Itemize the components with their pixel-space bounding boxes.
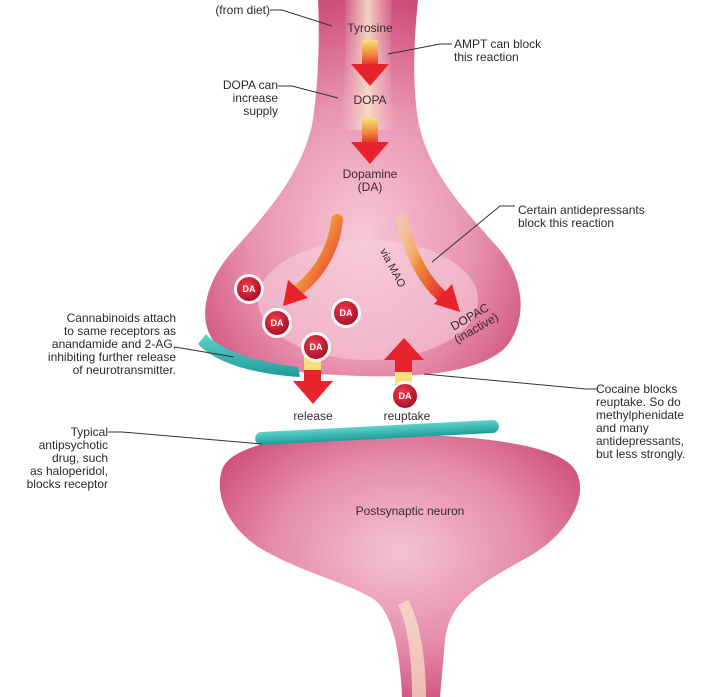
da-label-5: DA	[398, 391, 412, 401]
label-dopamine: Dopamine (DA)	[342, 167, 398, 194]
label-dopa-supply: DOPA can increase supply	[222, 78, 278, 118]
leader-lines	[108, 9, 598, 445]
postsynaptic-core	[398, 600, 426, 697]
label-postsynaptic: Postsynaptic neuron	[355, 504, 465, 518]
label-antipsychotic: Typical antipsychotic drug, such as halo…	[26, 425, 108, 491]
da-label-2: DA	[270, 318, 284, 328]
dopa-to-dopamine-arrow	[351, 118, 389, 164]
dopamine-to-dopac-arrow	[396, 214, 460, 312]
leader-cocaine	[423, 373, 598, 390]
vesicle-2	[262, 308, 292, 338]
leader-cannabinoids	[174, 346, 235, 358]
label-ampt: AMPT can block this reaction	[454, 37, 542, 64]
label-from-diet: (from diet)	[215, 3, 270, 17]
cannabinoid-receptor	[198, 334, 300, 377]
tyrosine-to-dopa-arrow	[351, 40, 389, 86]
vesicle-1	[234, 274, 264, 304]
dopamine-to-vesicle-arrow	[283, 214, 343, 306]
postsynaptic-receptor	[255, 419, 499, 446]
reuptake-arrow	[384, 338, 424, 387]
da-label-4: DA	[309, 342, 323, 352]
vesicle-4	[301, 332, 331, 362]
label-tyrosine: Tyrosine	[347, 21, 393, 35]
label-dopa: DOPA	[353, 93, 387, 107]
label-reuptake: reuptake	[383, 409, 431, 423]
postsynaptic-neuron	[219, 434, 581, 697]
label-cannabinoids: Cannabinoids attach to same receptors as…	[47, 311, 176, 377]
da-label-3: DA	[339, 308, 353, 318]
da-label-1: DA	[242, 284, 256, 294]
release-arrow	[293, 356, 333, 404]
leader-antipsychotic	[108, 431, 263, 445]
leader-ampt	[387, 43, 452, 55]
leader-dopa-supply	[278, 85, 339, 99]
leader-antidepressants	[431, 205, 515, 263]
leader-from-diet	[270, 9, 333, 27]
vesicle-3	[331, 298, 361, 328]
label-cocaine: Cocaine blocks reuptake. So do methylphe…	[596, 382, 686, 461]
label-release: release	[293, 409, 333, 423]
label-antidepressants: Certain antidepressants block this react…	[518, 203, 645, 230]
vesicle-5	[390, 381, 420, 411]
